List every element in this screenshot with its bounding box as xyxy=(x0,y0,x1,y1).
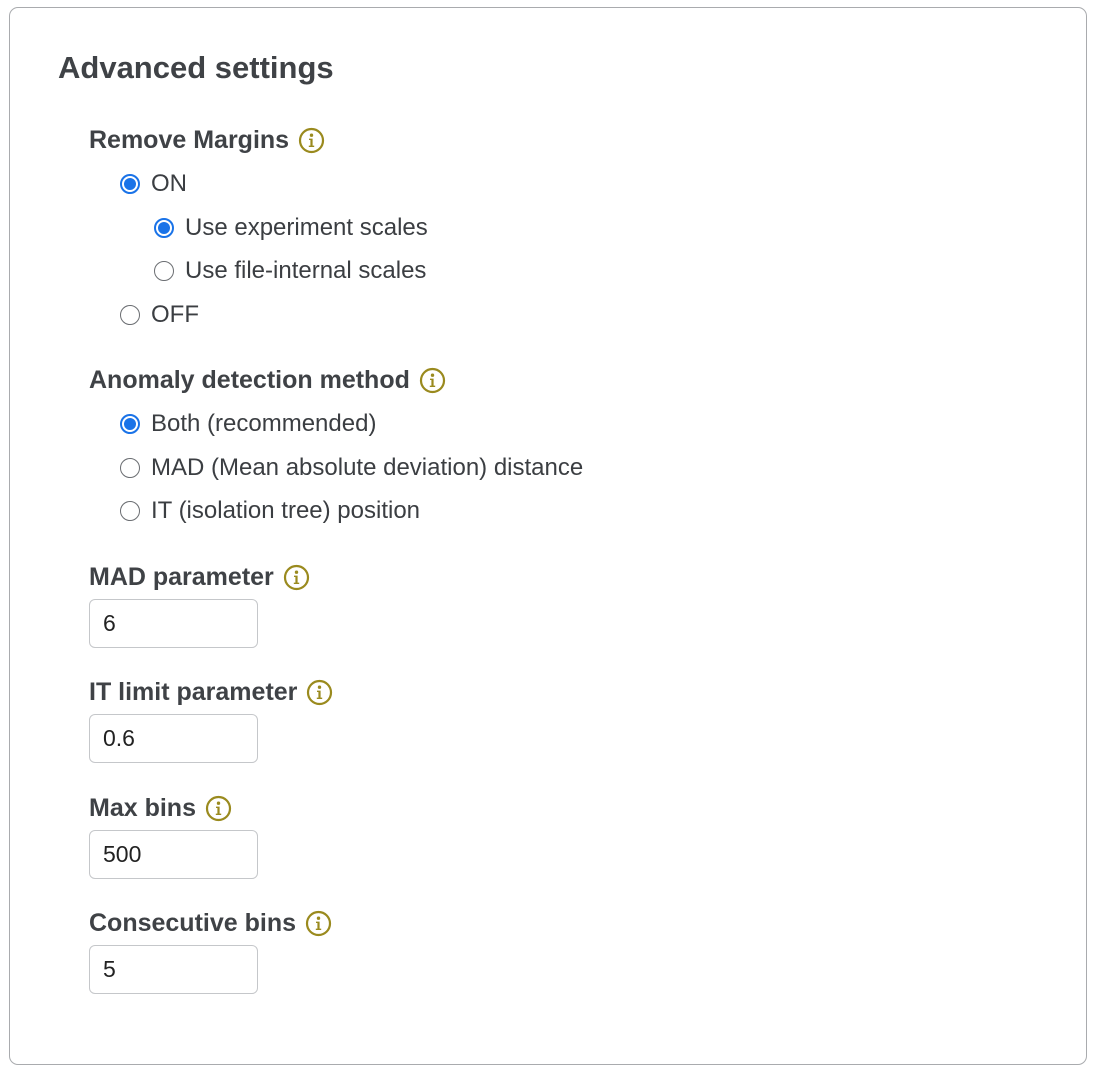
radio-on[interactable] xyxy=(120,174,140,194)
anomaly-both-option[interactable]: Both (recommended) xyxy=(120,409,376,439)
remove-margins-off-option[interactable]: OFF xyxy=(120,300,199,330)
use-file-internal-scales-label: Use file-internal scales xyxy=(185,257,427,284)
it-limit-parameter-label-text: IT limit parameter xyxy=(89,678,298,706)
consecutive-bins-input[interactable] xyxy=(89,945,258,994)
info-icon[interactable] xyxy=(298,127,325,154)
it-limit-parameter-label: IT limit parameter xyxy=(89,676,333,708)
use-experiment-scales-label: Use experiment scales xyxy=(185,214,428,241)
radio-it[interactable] xyxy=(120,501,140,521)
radio-both[interactable] xyxy=(120,414,140,434)
anomaly-detection-label-text: Anomaly detection method xyxy=(89,366,410,394)
advanced-settings-panel: Advanced settings Remove Margins ON Use … xyxy=(9,7,1087,1065)
info-icon[interactable] xyxy=(306,679,333,706)
info-icon[interactable] xyxy=(205,795,232,822)
consecutive-bins-label-text: Consecutive bins xyxy=(89,909,296,937)
info-icon[interactable] xyxy=(419,367,446,394)
mad-parameter-label: MAD parameter xyxy=(89,561,310,593)
anomaly-it-option[interactable]: IT (isolation tree) position xyxy=(120,496,420,526)
use-file-internal-scales-option[interactable]: Use file-internal scales xyxy=(154,256,426,286)
remove-margins-off-label: OFF xyxy=(151,301,199,328)
max-bins-input[interactable] xyxy=(89,830,258,879)
radio-mad[interactable] xyxy=(120,458,140,478)
anomaly-both-label: Both (recommended) xyxy=(151,410,377,437)
remove-margins-on-label: ON xyxy=(151,170,187,197)
it-limit-parameter-input[interactable] xyxy=(89,714,258,763)
radio-use-experiment-scales[interactable] xyxy=(154,218,174,238)
anomaly-detection-label: Anomaly detection method xyxy=(89,364,446,396)
remove-margins-label-text: Remove Margins xyxy=(89,126,290,154)
info-icon[interactable] xyxy=(305,910,332,937)
anomaly-it-label: IT (isolation tree) position xyxy=(151,497,421,524)
use-experiment-scales-option[interactable]: Use experiment scales xyxy=(154,213,428,243)
info-icon[interactable] xyxy=(283,564,310,591)
radio-off[interactable] xyxy=(120,305,140,325)
remove-margins-on-option[interactable]: ON xyxy=(120,169,187,199)
panel-title: Advanced settings xyxy=(58,50,334,85)
max-bins-label: Max bins xyxy=(89,792,232,824)
consecutive-bins-label: Consecutive bins xyxy=(89,907,332,939)
mad-parameter-input[interactable] xyxy=(89,599,258,648)
remove-margins-label: Remove Margins xyxy=(89,124,325,156)
anomaly-mad-label: MAD (Mean absolute deviation) distance xyxy=(151,454,584,481)
mad-parameter-label-text: MAD parameter xyxy=(89,563,274,591)
max-bins-label-text: Max bins xyxy=(89,794,196,822)
anomaly-mad-option[interactable]: MAD (Mean absolute deviation) distance xyxy=(120,453,583,483)
radio-use-file-internal-scales[interactable] xyxy=(154,261,174,281)
